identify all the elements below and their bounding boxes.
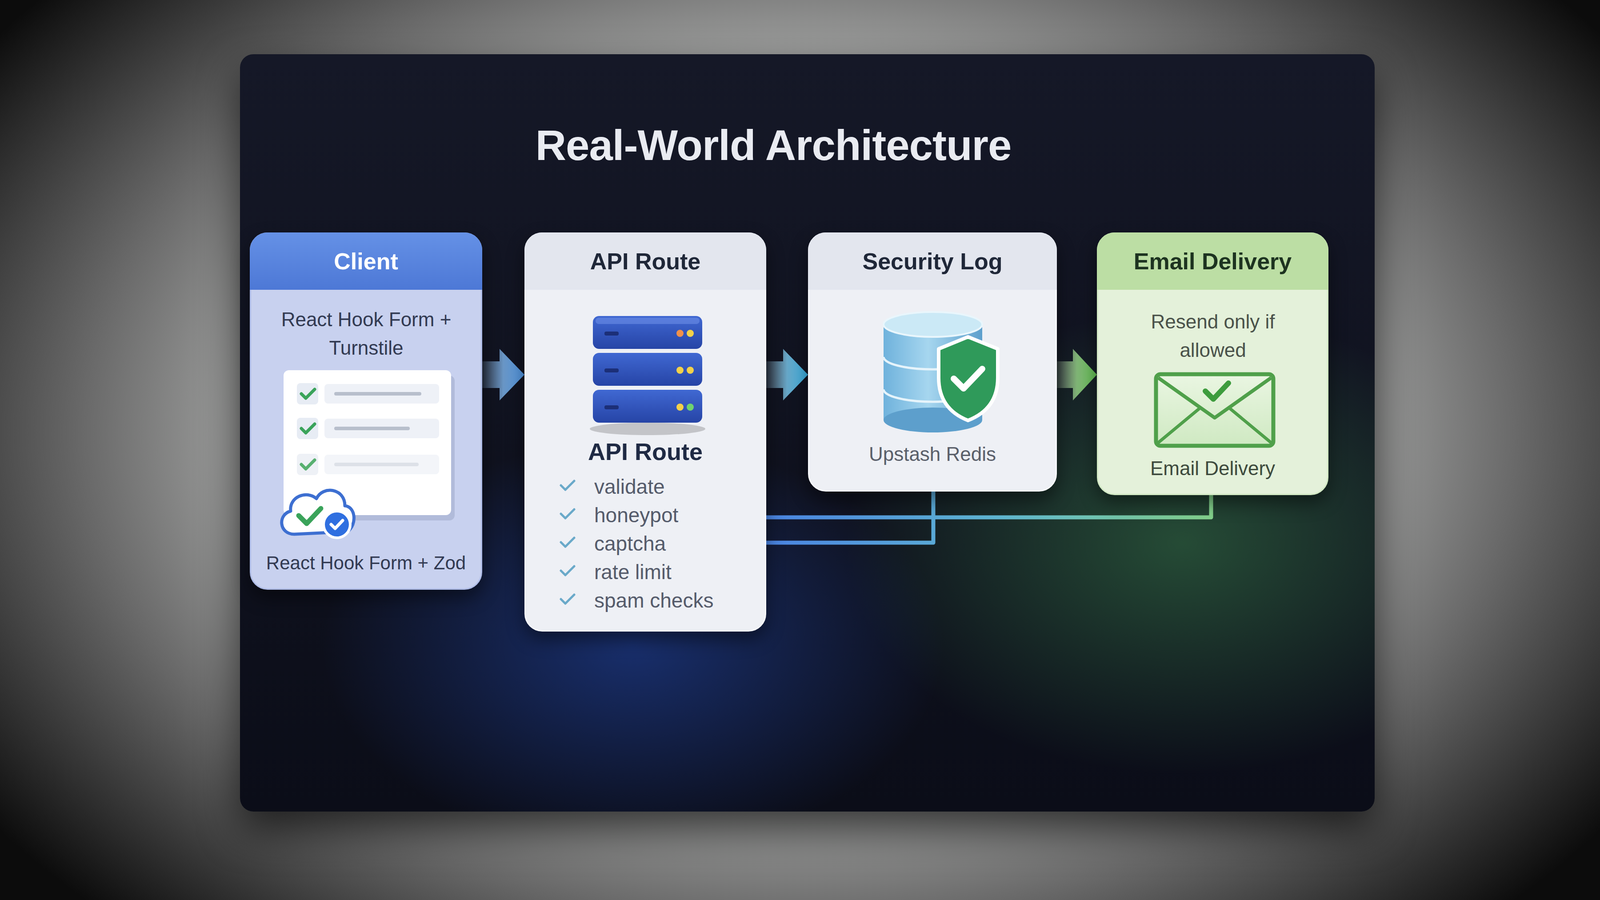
block-arrow [1056,348,1097,401]
shield-icon [938,336,998,421]
connector [1056,348,1097,401]
box-text: API Route [533,436,758,468]
process-box: Email DeliveryResend only if allowedEmai… [1096,232,1329,496]
block-arrow [766,348,808,401]
box-text: honeypot [594,500,758,530]
check-marks [560,480,575,604]
box-text: Upstash Redis [816,440,1048,469]
box-text: Resend only if allowed [1128,307,1298,365]
box-text: spam checks [594,586,758,615]
box-heading: Security Log [808,232,1057,290]
box-text: rate limit [594,557,758,587]
database-icon [883,312,983,433]
connector [482,348,525,401]
elbow-line [766,495,1212,518]
box-heading: Client [249,232,483,290]
process-box: Security LogUpstash Redis [808,232,1057,492]
connector [766,348,808,401]
box-heading: API Route [524,232,767,290]
diagram-title: Real-World Architecture [535,120,1012,170]
box-text: React Hook Form + Turnstile [272,305,460,363]
box-text: React Hook Form + Zod [258,548,474,578]
envelope-icon [1156,374,1274,446]
server-icon [589,316,706,436]
box-text: Email Delivery [1105,454,1320,483]
form-card [283,370,455,521]
connector [766,495,1212,518]
box-text: captcha [594,529,758,558]
box-heading: Email Delivery [1096,232,1329,290]
process-box: API RouteAPI Routevalidatehoneypotcaptch… [524,232,767,632]
process-box: ClientReact Hook Form + TurnstileReact H… [249,232,483,590]
cloud-check-icon [281,490,355,538]
block-arrow [482,348,525,401]
box-text: validate [594,472,758,501]
